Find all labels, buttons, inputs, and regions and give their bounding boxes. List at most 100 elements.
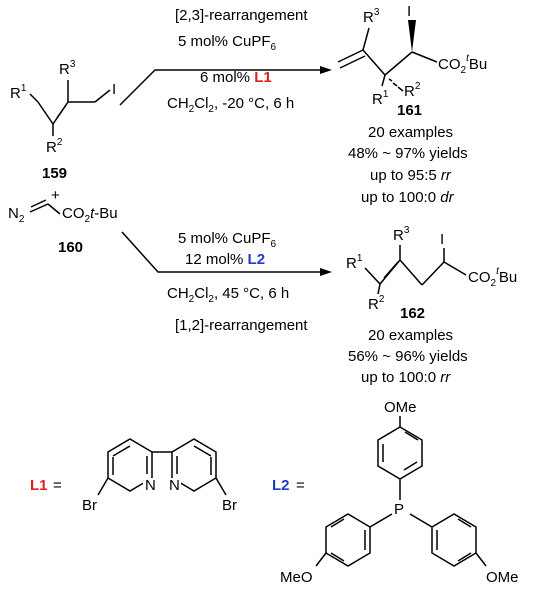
atom-R1: R1 <box>10 83 27 102</box>
bond <box>377 283 381 295</box>
atom-mask <box>167 478 181 492</box>
wedge-bond <box>408 20 416 52</box>
bond <box>37 101 54 125</box>
atom-R2: R2 <box>46 137 63 156</box>
bond <box>443 261 467 276</box>
compound-label-161: 161 <box>397 102 422 119</box>
r1-examples: 20 examples <box>368 124 453 141</box>
r1-dr: up to 100:0 dr <box>361 189 455 206</box>
reaction-arrow-2 <box>121 231 320 273</box>
bond <box>362 49 386 76</box>
ligand-L1-structure: N N Br Br <box>82 438 237 514</box>
atom-I: I <box>407 3 411 20</box>
bond <box>475 552 487 567</box>
double-bond <box>30 199 47 208</box>
compound-label-159: 159 <box>42 165 67 182</box>
atom-Br: Br <box>82 497 97 514</box>
double-bond-inner <box>56 104 67 119</box>
bond <box>29 203 49 213</box>
r2-rr: up to 100:0 rr <box>361 369 451 386</box>
bond-to-P <box>369 513 393 528</box>
bond <box>362 27 370 51</box>
bond <box>399 259 423 286</box>
r1-rr: up to 95:5 rr <box>370 167 452 184</box>
atom-R1: R1 <box>372 89 389 108</box>
bond <box>384 51 413 76</box>
methoxy-left: MeO <box>280 569 313 586</box>
arrowhead-2 <box>320 268 332 276</box>
atom-R3: R3 <box>363 7 380 26</box>
aromatic-bond <box>330 552 345 562</box>
aromatic-bond <box>457 518 472 528</box>
r2-yields: 56% ~ 96% yields <box>348 348 468 365</box>
bond <box>47 203 61 215</box>
double-bond <box>337 49 364 63</box>
double-bond-inner <box>339 55 366 69</box>
ligand-L2-label: L2 <box>272 477 290 494</box>
compound-159-structure: R1 R3 I R2 <box>10 59 116 156</box>
bond <box>364 267 381 285</box>
bond <box>381 74 386 87</box>
aromatic-bond <box>112 445 131 457</box>
atom-N: N <box>169 477 180 494</box>
equals-sign: = <box>296 477 305 494</box>
atom-N: N <box>145 477 156 494</box>
equals-sign: = <box>53 477 62 494</box>
atom-R1: R1 <box>346 253 363 272</box>
bond <box>411 51 438 63</box>
bond <box>29 93 39 103</box>
aryl-ring-left <box>325 513 371 567</box>
r2-ligand-loading: 12 mol% L2 <box>185 251 265 268</box>
atom-Br: Br <box>222 497 237 514</box>
aryl-ring-right <box>431 513 477 567</box>
r1-catalyst: 5 mol% CuPF6 <box>178 33 277 53</box>
atom-R3: R3 <box>59 59 76 78</box>
r1-solvent-conditions: CH2Cl2, -20 °C, 6 h <box>167 95 294 115</box>
r1-ligand-loading: 6 mol% L1 <box>200 69 272 86</box>
methoxy-top: OMe <box>384 399 417 416</box>
ester-group: CO2t-Bu <box>62 205 118 225</box>
atom-I: I <box>440 231 444 248</box>
r1-rearrangement-type: [2,3]-rearrangement <box>175 7 308 24</box>
aromatic-bond <box>404 431 419 441</box>
atom-P: P <box>394 501 404 518</box>
compound-161-structure: R3 I CO2tBu R1 R2 <box>337 3 487 108</box>
hash-bond <box>388 78 393 82</box>
aromatic-bond <box>403 461 418 471</box>
compound-162-structure: R1 R3 I CO2tBu R2 <box>346 225 517 313</box>
double-bond-inner <box>383 261 399 279</box>
compound-label-160: 160 <box>58 239 83 256</box>
atom-R2: R2 <box>368 294 385 313</box>
atom-mask <box>143 478 157 492</box>
aromatic-bond <box>193 445 212 457</box>
compound-160-structure: N2 CO2t-Bu <box>8 199 118 225</box>
compound-label-162: 162 <box>400 305 425 322</box>
ligand-L2-structure: OMe P MeO OMe <box>280 399 519 586</box>
aromatic-bond <box>457 552 472 562</box>
r2-solvent-conditions: CH2Cl2, 45 °C, 6 h <box>167 285 289 305</box>
bond <box>97 477 109 496</box>
aryl-ring-top <box>377 426 423 480</box>
plus-sign: + <box>51 187 60 204</box>
ligand-L1-label: L1 <box>30 477 48 494</box>
bond <box>215 477 227 496</box>
bond <box>421 261 445 286</box>
methoxy-right: OMe <box>486 569 519 586</box>
r2-examples: 20 examples <box>368 327 453 344</box>
atom-N2: N2 <box>8 205 25 225</box>
aromatic-bond <box>330 518 345 528</box>
bond <box>315 552 327 567</box>
atom-R2: R2 <box>404 81 421 100</box>
hash-bond <box>392 82 398 87</box>
bond <box>94 89 111 103</box>
atom-R3: R3 <box>393 225 410 244</box>
arrowhead-1 <box>320 66 332 74</box>
r1-yields: 48% ~ 97% yields <box>348 145 468 162</box>
reaction-arrow-1 <box>119 69 320 106</box>
r2-rearrangement-type: [1,2]-rearrangement <box>175 317 308 334</box>
ester-group: CO2tBu <box>468 266 517 289</box>
bond-to-P <box>409 513 433 528</box>
r2-catalyst: 5 mol% CuPF6 <box>178 230 277 250</box>
ester-group: CO2tBu <box>438 53 487 76</box>
